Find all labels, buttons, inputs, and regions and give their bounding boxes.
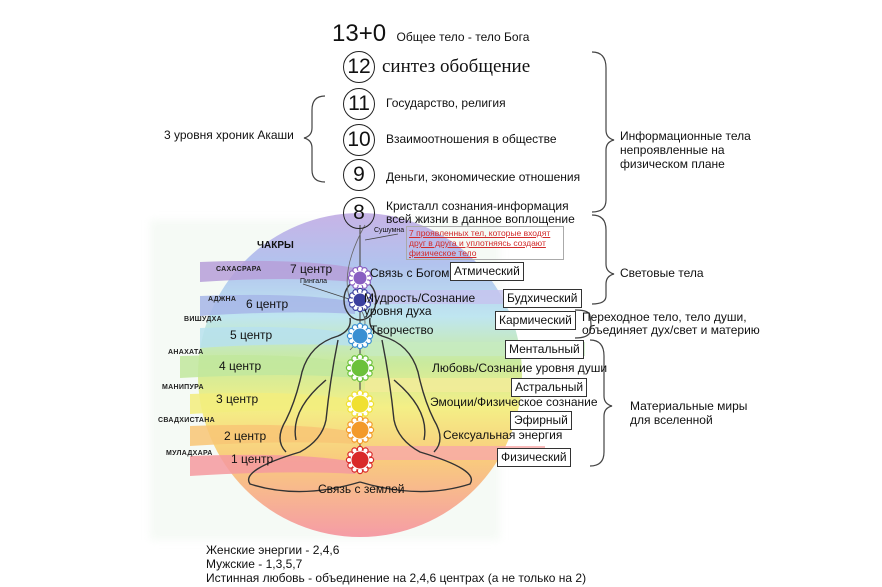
level-8-label-line2: всей жизни в данное воплощение bbox=[386, 212, 575, 226]
level-12-label: синтез обобщение bbox=[382, 56, 531, 77]
chakra-name-ajna: АДЖНА bbox=[208, 296, 237, 303]
body-etheric: Эфирный bbox=[510, 411, 572, 430]
chakra-name-sahasrara: САХАСРАРА bbox=[216, 266, 262, 273]
chakra-wheel-5 bbox=[346, 322, 374, 350]
akashi-label: 3 уровня хроник Акаши bbox=[164, 128, 294, 142]
meditating-figure bbox=[247, 279, 473, 493]
body-atmic: Атмический bbox=[450, 262, 524, 281]
body-astral: Астральный bbox=[511, 378, 588, 397]
center-3: 3 центр bbox=[216, 392, 259, 406]
level-10-number: 10 bbox=[343, 124, 375, 156]
info-line3: физическом плане bbox=[620, 157, 725, 171]
sushumna-label: Сушумна bbox=[374, 227, 405, 234]
level-13: 13+0 Общее тело - тело Бога bbox=[332, 20, 529, 48]
body-mental: Ментальный bbox=[505, 340, 584, 359]
chakra-wheel-4 bbox=[345, 353, 375, 383]
body-buddhic: Будхический bbox=[503, 289, 582, 308]
body-physical: Физический bbox=[497, 448, 571, 467]
level-13-number: 13+0 bbox=[332, 20, 387, 47]
mid-label-sexual: Сексуальная энергия bbox=[443, 428, 563, 442]
center-2: 2 центр bbox=[224, 429, 267, 443]
chakra-wheel-7 bbox=[347, 265, 373, 291]
info-line2: непроявленные на bbox=[620, 143, 725, 157]
center-5: 5 центр bbox=[230, 328, 273, 342]
akashi-bracket bbox=[303, 95, 326, 183]
manifest-bodies-note: 7 проявленных тел, которые входят друг в… bbox=[406, 226, 564, 260]
mid-label-love: Любовь/Сознание уровня души bbox=[432, 361, 608, 375]
chakra-name-manipura: МАНИПУРА bbox=[162, 384, 204, 391]
mid-label-spirit: уровня духа bbox=[364, 304, 432, 318]
bottom-line-3: Истинная любовь - объединение на 2,4,6 ц… bbox=[206, 571, 587, 585]
level-11-label: Государство, религия bbox=[386, 96, 506, 110]
transitional-line1: Переходное тело, тело души, bbox=[582, 310, 747, 324]
mid-label-earth: Связь с землей bbox=[318, 482, 405, 496]
level-8-label-line1: Кристалл сознания-информация bbox=[386, 199, 569, 213]
level-11-number: 11 bbox=[343, 88, 375, 120]
level-9-label: Деньги, экономические отношения bbox=[386, 170, 581, 184]
chakra-name-vishuddha: ВИШУДХА bbox=[184, 316, 222, 323]
material-bracket bbox=[589, 339, 613, 467]
level-10-label: Взаимоотношения в обществе bbox=[386, 132, 557, 146]
pingala-label: Пингала bbox=[300, 278, 328, 285]
body-karmic: Кармический bbox=[495, 311, 576, 330]
chakra-wheel-3 bbox=[345, 389, 375, 419]
center-1: 1 центр bbox=[231, 452, 274, 466]
mid-label-creativity: Творчество bbox=[370, 323, 434, 337]
chakra-wheel-1 bbox=[345, 445, 375, 475]
chakra-wheel-6 bbox=[347, 287, 373, 313]
chakra-name-anahata: АНАХАТА bbox=[168, 349, 204, 356]
info-bracket bbox=[591, 51, 615, 213]
material-line2: для вселенной bbox=[630, 413, 713, 427]
mid-label-wisdom: Мудрость/Сознание bbox=[364, 291, 476, 305]
chakra-wheel-2 bbox=[345, 415, 375, 445]
center-7: 7 центр bbox=[290, 262, 333, 276]
mid-label-emotions: Эмоции/Физическое сознание bbox=[430, 395, 598, 409]
transitional-line2: объединяет дух/свет и материю bbox=[582, 323, 760, 337]
bottom-line-2: Мужские - 1,3,5,7 bbox=[206, 557, 303, 571]
center-6: 6 центр bbox=[246, 297, 289, 311]
bottom-line-1: Женские энергии - 2,4,6 bbox=[206, 543, 340, 557]
chakra-name-svadhisthana: СВАДХИСТАНА bbox=[158, 417, 215, 424]
light-bracket bbox=[591, 214, 615, 305]
level-12-number: 12 bbox=[343, 51, 375, 83]
color-bands bbox=[180, 260, 355, 476]
level-9-number: 9 bbox=[343, 159, 375, 191]
chakras-title: ЧАКРЫ bbox=[257, 240, 294, 251]
info-line1: Информационные тела bbox=[620, 129, 751, 143]
level-13-label: Общее тело - тело Бога bbox=[396, 30, 530, 44]
level-8-number: 8 bbox=[343, 197, 375, 229]
transition-bracket bbox=[574, 309, 592, 339]
light-label: Световые тела bbox=[620, 266, 704, 280]
chakra-name-muladhara: МУЛАДХАРА bbox=[166, 450, 213, 457]
center-4: 4 центр bbox=[219, 359, 262, 373]
mid-label-god: Связь с Богом bbox=[370, 266, 450, 280]
material-line1: Материальные миры bbox=[630, 399, 748, 413]
